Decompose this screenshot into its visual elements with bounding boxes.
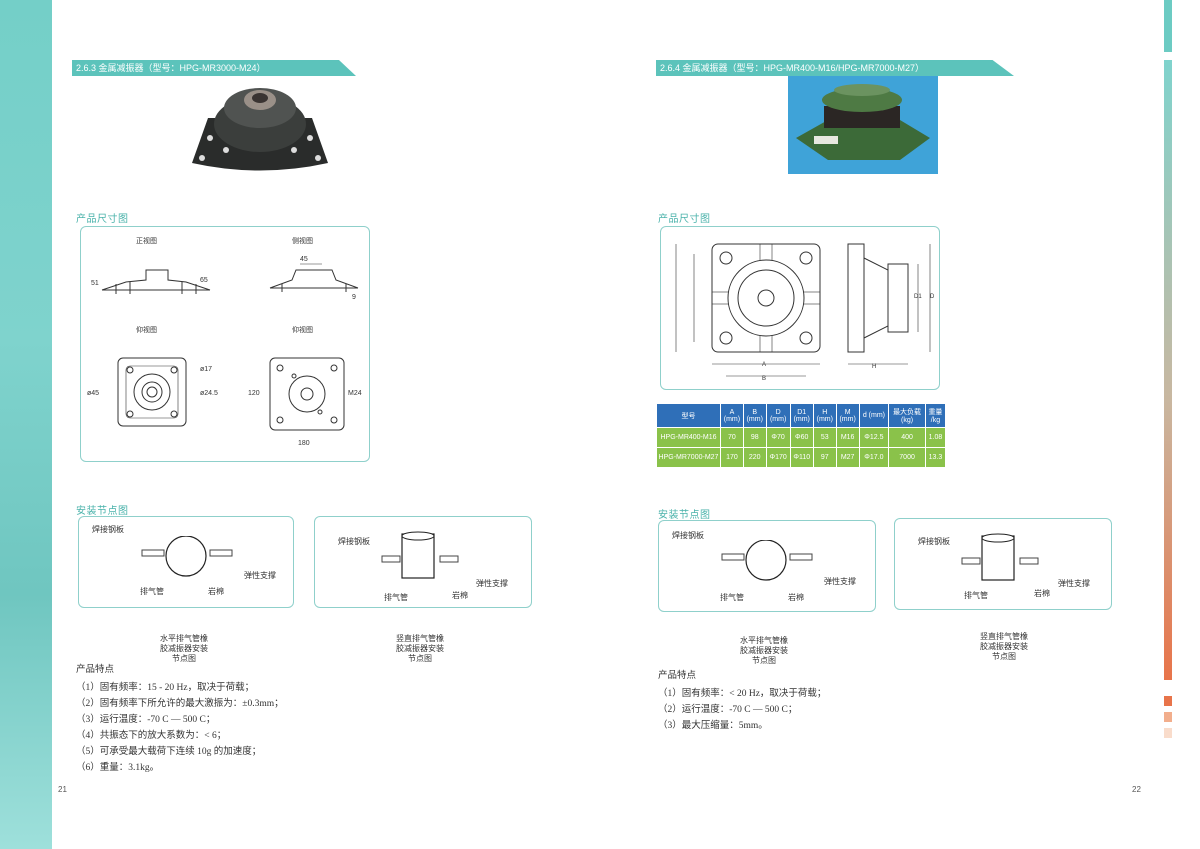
install-diagram-vertical-right <box>894 518 1112 610</box>
feature-item: （6）重量：3.1kg。 <box>76 763 160 773</box>
label-pipe-r2: 排气管 <box>964 591 988 600</box>
product-photo-mr400 <box>788 76 938 174</box>
horizontal-pipe-drawing-right <box>721 540 813 581</box>
view-label-bottom-left: 仰视图 <box>136 326 157 334</box>
view-label-side: 侧视图 <box>292 237 313 245</box>
th-d1: D1 (mm) <box>789 403 814 428</box>
dim-D1: D1 <box>914 294 922 300</box>
th-dd: d (mm) <box>858 403 890 428</box>
label-plate-r1: 焊接钢板 <box>672 531 704 540</box>
feature-item: （4）共振态下的放大系数为：< 6； <box>76 731 227 741</box>
feature-item: （3）最大压缩量：5mm。 <box>658 721 768 731</box>
dim-phi45: ø45 <box>87 390 100 397</box>
label-pipe-r1: 排气管 <box>720 593 744 602</box>
th-load: 最大负载 (kg) <box>888 403 926 428</box>
label-spring-l1: 弹性支撑 <box>244 571 276 580</box>
mount-side-view <box>847 243 931 365</box>
dim-phi17: ø17 <box>200 366 213 373</box>
feature-item: （5）可承受最大载荷下连续 10g 的加速度； <box>76 747 262 757</box>
right-dim-frame <box>660 226 940 390</box>
th-a: A (mm) <box>720 403 744 428</box>
page-number-left: 21 <box>58 785 67 794</box>
install-diagram-horizontal-left <box>78 516 294 608</box>
left-features-list: （1）固有频率：15 - 20 Hz，取决于荷载； （2）固有频率下所允许的最大… <box>76 680 284 776</box>
caption-r1: 水平排气管橡胶减振器安装节点图 <box>740 636 788 665</box>
side-view-drawing <box>269 263 359 292</box>
th-h: H (mm) <box>812 403 837 428</box>
label-plate-l1: 焊接钢板 <box>92 525 124 534</box>
dim-m24: M24 <box>348 390 362 397</box>
th-b: B (mm) <box>742 403 767 428</box>
label-spring-r1: 弹性支撑 <box>824 577 856 586</box>
bottom-view-right <box>269 357 345 431</box>
dim-phi245: ø24.5 <box>200 390 218 397</box>
vertical-pipe-drawing-left <box>381 531 459 579</box>
vertical-pipe-drawing-right <box>961 533 1039 581</box>
dim-120: 120 <box>248 390 260 397</box>
install-diagram-horizontal-right <box>658 520 876 612</box>
front-view-drawing <box>101 269 211 294</box>
dim-45: 45 <box>300 256 308 263</box>
th-model: 型号 <box>656 403 721 428</box>
feature-item: （1）固有频率：< 20 Hz，取决于荷载； <box>658 689 827 699</box>
label-pipe-l2: 排气管 <box>384 593 408 602</box>
install-diagram-vertical-left <box>314 516 532 608</box>
view-label-bottom-right: 仰视图 <box>292 326 313 334</box>
dim-H: H <box>872 364 877 370</box>
page-number-right: 22 <box>1132 785 1141 794</box>
dim-51: 51 <box>91 280 99 287</box>
label-wool-r1: 岩棉 <box>788 593 804 602</box>
label-wool-l2: 岩棉 <box>452 591 468 600</box>
label-wool-l1: 岩棉 <box>208 587 224 596</box>
left-decor-strip <box>0 0 52 849</box>
table-header-row: 型号 A (mm) B (mm) D (mm) D1 (mm) H (mm) M… <box>656 403 947 428</box>
dim-A: A <box>762 362 767 368</box>
label-plate-l2: 焊接钢板 <box>338 537 370 546</box>
label-spring-r2: 弹性支撑 <box>1058 579 1090 588</box>
left-section-banner: 2.6.3 金属减振器（型号：HPG-MR3000-M24） <box>72 60 356 76</box>
caption-l1: 水平排气管橡胶减振器安装节点图 <box>160 634 208 663</box>
view-label-front: 正视图 <box>136 237 157 245</box>
feature-item: （2）固有频率下所允许的最大激振为：±0.3mm； <box>76 699 284 709</box>
right-section-banner: 2.6.4 金属减振器（型号：HPG-MR400-M16/HPG-MR7000-… <box>656 60 1014 76</box>
feature-item: （1）固有频率：15 - 20 Hz，取决于荷载； <box>76 683 255 693</box>
spec-table: 型号 A (mm) B (mm) D (mm) D1 (mm) H (mm) M… <box>656 403 947 468</box>
product-photo-mr3000 <box>192 88 328 171</box>
right-features-title: 产品特点 <box>658 671 697 681</box>
label-spring-l2: 弹性支撑 <box>476 579 508 588</box>
caption-l2: 竖直排气管橡胶减振器安装节点图 <box>396 634 444 663</box>
label-pipe-l1: 排气管 <box>140 587 164 596</box>
dim-180: 180 <box>298 440 310 447</box>
th-m: M (mm) <box>835 403 860 428</box>
dim-B: B <box>762 376 767 382</box>
dim-D: D <box>930 294 935 300</box>
right-install-title: 安装节点图 <box>658 510 711 521</box>
label-wool-r2: 岩棉 <box>1034 589 1050 598</box>
dim-9: 9 <box>352 294 356 301</box>
horizontal-pipe-drawing-left <box>141 536 233 577</box>
th-d: D (mm) <box>765 403 791 428</box>
left-dim-title: 产品尺寸图 <box>76 214 129 225</box>
left-dim-frame <box>80 226 370 462</box>
left-install-title: 安装节点图 <box>76 506 129 517</box>
feature-item: （2）运行温度：-70 C — 500 C； <box>658 705 798 715</box>
right-decor-strip <box>1164 0 1172 849</box>
feature-item: （3）运行温度：-70 C — 500 C； <box>76 715 216 725</box>
label-plate-r2: 焊接钢板 <box>918 537 950 546</box>
left-features-title: 产品特点 <box>76 665 115 675</box>
mount-top-view <box>675 243 821 377</box>
caption-r2: 竖直排气管橡胶减振器安装节点图 <box>980 632 1028 661</box>
bottom-view-left <box>117 357 187 427</box>
th-weight: 重量 /kg <box>924 403 947 428</box>
right-features-list: （1）固有频率：< 20 Hz，取决于荷载； （2）运行温度：-70 C — 5… <box>658 686 826 734</box>
dim-65: 65 <box>200 277 208 284</box>
right-dim-title: 产品尺寸图 <box>658 214 711 225</box>
